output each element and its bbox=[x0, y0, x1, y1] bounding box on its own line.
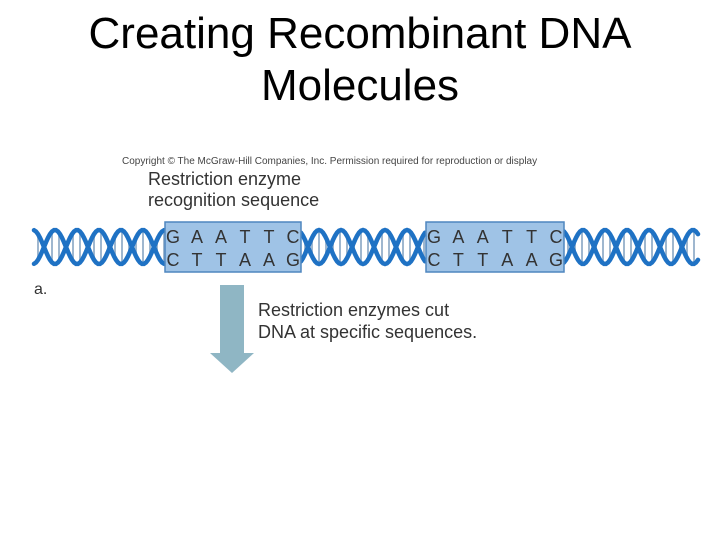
bottom-strand-base: G bbox=[549, 250, 563, 270]
top-strand-base: A bbox=[215, 227, 227, 247]
top-strand-base: T bbox=[526, 227, 537, 247]
recognition-label-line-1: Restriction enzyme bbox=[148, 169, 302, 189]
bottom-strand-base: A bbox=[526, 250, 538, 270]
site-box-1 bbox=[164, 221, 302, 273]
cut-description-label: Restriction enzymes cut DNA at specific … bbox=[258, 299, 477, 343]
bottom-strand-base: T bbox=[192, 250, 203, 270]
bottom-strand-base: T bbox=[477, 250, 488, 270]
dna-backbone-strand bbox=[31, 227, 167, 267]
top-strand-base: T bbox=[240, 227, 251, 247]
site-box-2 bbox=[425, 221, 565, 273]
bottom-strand-base: A bbox=[239, 250, 251, 270]
dna-backbone-strand bbox=[561, 227, 701, 267]
top-strand-base: A bbox=[477, 227, 489, 247]
top-strand-base: C bbox=[550, 227, 563, 247]
top-strand-base: G bbox=[427, 227, 441, 247]
top-strand-base: G bbox=[166, 227, 180, 247]
bottom-strand-base: C bbox=[428, 250, 441, 270]
bottom-strand-base: A bbox=[263, 250, 275, 270]
copyright-notice: Copyright © The McGraw-Hill Companies, I… bbox=[122, 156, 538, 167]
title-line-2: Molecules bbox=[260, 61, 460, 110]
part-label: a. bbox=[34, 281, 48, 298]
cut-label-line-2: DNA at specific sequences. bbox=[258, 322, 478, 342]
top-strand-base: A bbox=[191, 227, 203, 247]
bottom-strand-base: G bbox=[286, 250, 300, 270]
recognition-sequence-label: Restriction enzyme recognition sequence bbox=[148, 169, 319, 211]
recognition-label-line-2: recognition sequence bbox=[148, 190, 320, 210]
slide-title: Creating Recombinant DNA Molecules bbox=[0, 8, 720, 112]
top-strand-base: A bbox=[452, 227, 464, 247]
cut-label-line-1: Restriction enzymes cut bbox=[258, 300, 450, 320]
bottom-strand-base: C bbox=[167, 250, 180, 270]
dna-backbone-strand bbox=[298, 227, 428, 267]
dna-backbone-strand bbox=[31, 227, 167, 267]
top-strand-base: T bbox=[264, 227, 275, 247]
title-line-1: Creating Recombinant DNA bbox=[88, 9, 632, 58]
down-arrow bbox=[210, 285, 254, 373]
dna-backbone-strand bbox=[561, 227, 701, 267]
bottom-strand-base: A bbox=[501, 250, 513, 270]
bottom-strand-base: T bbox=[216, 250, 227, 270]
dna-helix bbox=[31, 227, 701, 267]
top-strand-base: C bbox=[287, 227, 300, 247]
dna-backbone-strand bbox=[298, 227, 428, 267]
top-strand-base: T bbox=[502, 227, 513, 247]
bottom-strand-base: T bbox=[453, 250, 464, 270]
